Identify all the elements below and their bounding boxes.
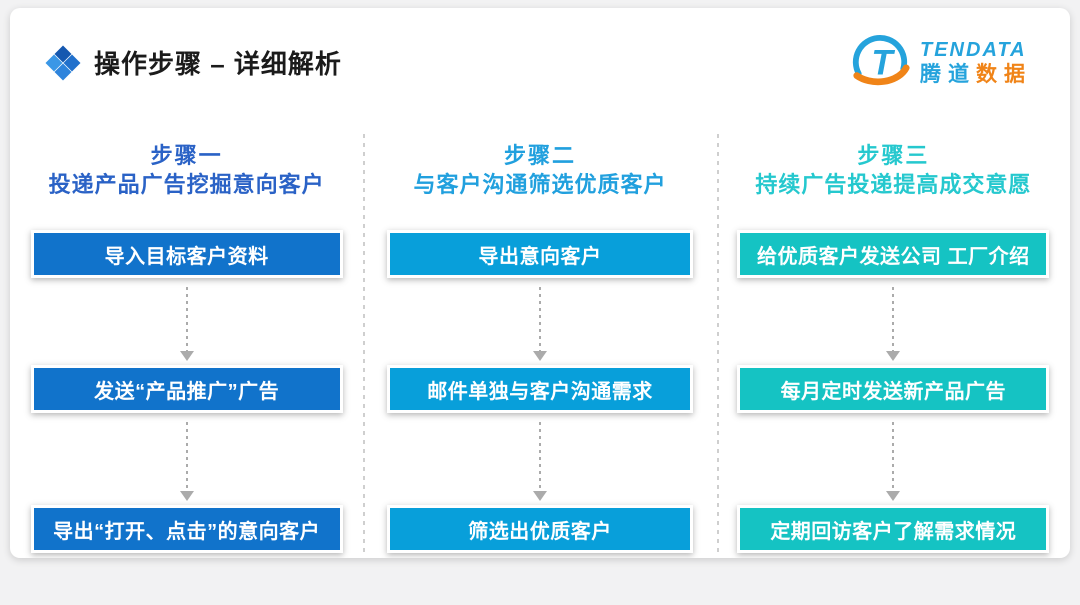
step-title: 步骤一 [150, 143, 223, 168]
down-arrow-icon [532, 278, 547, 365]
title-block: 操作步骤 – 详细解析 [45, 44, 342, 81]
logo-cn-blue: 腾道 [920, 63, 976, 86]
step-column-3: 步骤三 持续广告投递提高成交意愿 给优质客户发送公司 工厂介绍 每月定时发送新产… [717, 134, 1070, 558]
arrow-head [532, 491, 547, 501]
slide-header: 操作步骤 – 详细解析 T TENDATA 腾道数据 [45, 35, 1046, 102]
step-box: 导入目标客户资料 [30, 230, 343, 278]
down-arrow-icon [886, 413, 901, 505]
arrow-head [179, 491, 194, 501]
step-box: 筛选出优质客户 [386, 505, 693, 553]
arrow-line [185, 287, 188, 351]
steps-area: 步骤一 投递产品广告挖掘意向客户 导入目标客户资料 发送“产品推广”广告 导出“… [10, 134, 1070, 558]
step-box: 导出“打开、点击”的意向客户 [30, 505, 343, 553]
column-divider [363, 134, 366, 554]
step-title: 步骤三 [857, 143, 930, 168]
diamond-cluster-icon [45, 45, 81, 80]
arrow-head [532, 351, 547, 361]
logo-text: TENDATA 腾道数据 [920, 38, 1032, 88]
column-divider [716, 134, 719, 554]
arrow-line [185, 422, 188, 491]
step-box: 邮件单独与客户沟通需求 [386, 365, 693, 413]
step-column-1: 步骤一 投递产品广告挖掘意向客户 导入目标客户资料 发送“产品推广”广告 导出“… [10, 134, 363, 558]
step-box: 给优质客户发送公司 工厂介绍 [737, 230, 1050, 278]
arrow-line [538, 422, 541, 491]
step-box: 导出意向客户 [386, 230, 693, 278]
step-box: 定期回访客户了解需求情况 [737, 505, 1050, 553]
arrow-head [179, 351, 194, 361]
step-box: 发送“产品推广”广告 [30, 365, 343, 413]
down-arrow-icon [532, 413, 547, 505]
arrow-head [886, 491, 901, 501]
step-subtitle: 持续广告投递提高成交意愿 [755, 172, 1032, 197]
arrow-head [886, 351, 901, 361]
step-column-2: 步骤二 与客户沟通筛选优质客户 导出意向客户 邮件单独与客户沟通需求 筛选出优质… [363, 134, 716, 558]
step-box: 每月定时发送新产品广告 [737, 365, 1050, 413]
tendata-logo: T TENDATA 腾道数据 [850, 32, 1032, 94]
logo-brand: TENDATA [920, 39, 1027, 61]
down-arrow-icon [179, 413, 194, 505]
arrow-line [892, 287, 895, 351]
slide-card: 操作步骤 – 详细解析 T TENDATA 腾道数据 步骤一 投递产品广告挖掘意… [10, 8, 1070, 558]
step-title: 步骤二 [503, 143, 576, 168]
globe-letter: T [871, 44, 895, 83]
arrow-line [892, 422, 895, 491]
arrow-line [538, 287, 541, 351]
down-arrow-icon [886, 278, 901, 365]
tendata-globe-icon: T [852, 35, 910, 86]
down-arrow-icon [179, 278, 194, 365]
step-subtitle: 投递产品广告挖掘意向客户 [48, 172, 325, 197]
step-subtitle: 与客户沟通筛选优质客户 [413, 172, 667, 197]
logo-brand-cn: 腾道数据 [920, 62, 1032, 88]
page-title: 操作步骤 – 详细解析 [94, 49, 342, 79]
logo-cn-orange: 数据 [976, 63, 1032, 86]
